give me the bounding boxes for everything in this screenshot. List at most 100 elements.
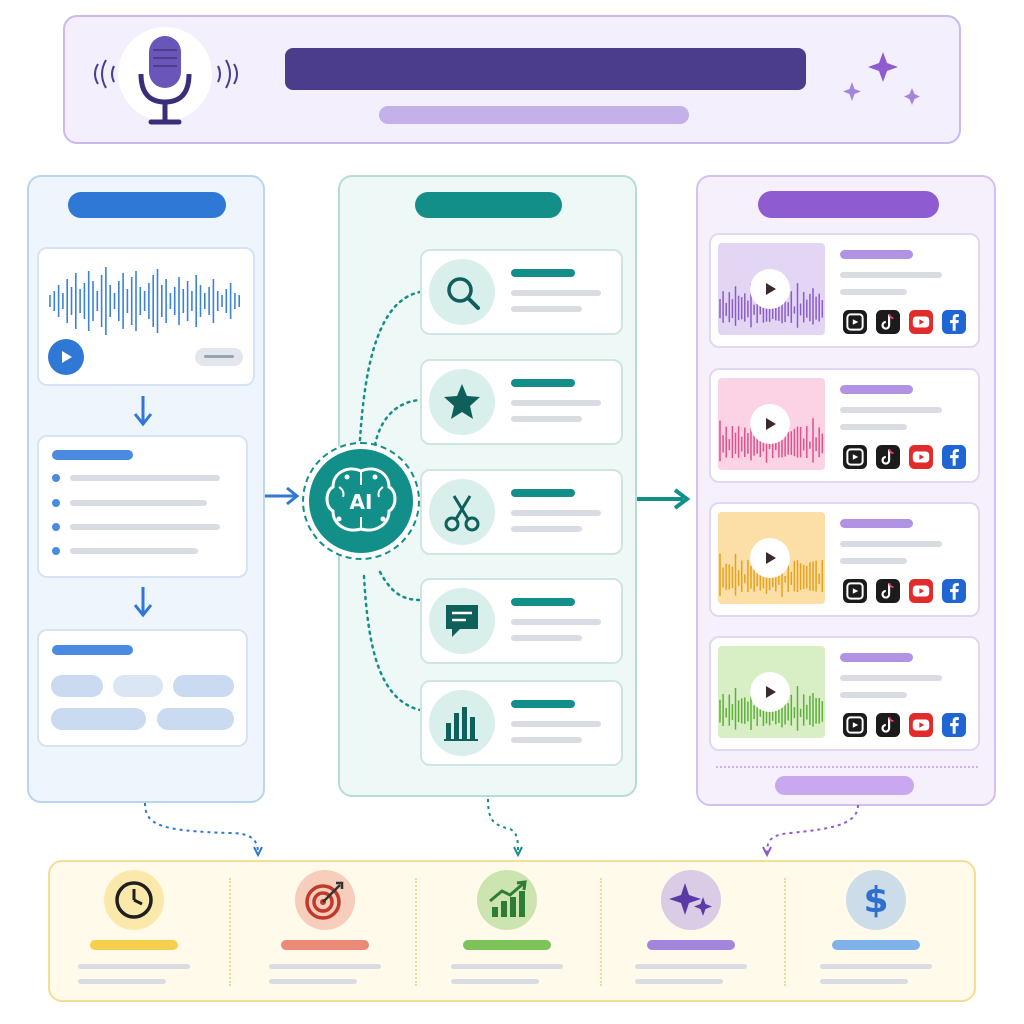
clip-text-line	[840, 272, 942, 278]
instagram-reels-icon[interactable]	[843, 579, 867, 603]
outcome-title-bar	[647, 940, 735, 950]
outcome-text-line	[451, 964, 563, 969]
sound-wave-left-icon	[94, 59, 115, 89]
play-icon	[62, 351, 72, 363]
outcome-title-bar	[463, 940, 551, 950]
youtube-icon[interactable]	[909, 713, 933, 737]
audio-waveform	[49, 267, 240, 335]
outcome-text-line	[451, 979, 539, 984]
header-subtitle-bar	[379, 106, 689, 124]
search-icon	[447, 277, 480, 310]
tag-chip	[113, 675, 163, 697]
ai-tool-text-line	[511, 290, 601, 296]
clip-play-button[interactable]	[750, 672, 790, 712]
facebook-icon[interactable]	[942, 579, 966, 603]
facebook-icon[interactable]	[942, 310, 966, 334]
outcome-icon-circle	[661, 870, 721, 930]
outcome-text-line	[820, 964, 932, 969]
ai-panel-title-bar	[415, 192, 562, 218]
ai-tool-text-line	[511, 721, 601, 727]
facebook-icon[interactable]	[942, 445, 966, 469]
chat-icon	[446, 605, 478, 637]
play-button[interactable]	[48, 339, 84, 375]
clip-play-button[interactable]	[750, 404, 790, 444]
tiktok-icon[interactable]	[876, 310, 900, 334]
ai-tool-title-bar	[511, 700, 575, 708]
outcome-text-line	[635, 979, 723, 984]
ai-tool-text-line	[511, 619, 601, 625]
clip-text-line	[840, 541, 942, 547]
outcome-title-bar	[832, 940, 920, 950]
ai-tool-text-line	[511, 737, 582, 743]
outcome-title-bar	[90, 940, 178, 950]
audio-duration-line	[204, 355, 234, 358]
input-panel-title-bar	[68, 192, 226, 218]
facebook-icon[interactable]	[942, 713, 966, 737]
ai-tool-text-line	[511, 400, 601, 406]
outcome-text-line	[820, 979, 908, 984]
outcome-icon-circle	[295, 870, 355, 930]
brain-icon	[325, 467, 397, 532]
dollar-icon: $	[863, 879, 889, 921]
tiktok-icon[interactable]	[876, 579, 900, 603]
ai-tool-title-bar	[511, 379, 575, 387]
ai-tool-title-bar	[511, 489, 575, 497]
youtube-icon[interactable]	[909, 445, 933, 469]
output-footer-bar	[775, 776, 914, 795]
outcome-icon-circle	[477, 870, 537, 930]
outcome-text-line	[635, 964, 747, 969]
play-icon	[766, 686, 776, 698]
clock-icon	[115, 881, 153, 919]
ai-tool-text-line	[511, 416, 582, 422]
clip-title-bar	[840, 250, 913, 259]
sound-wave-right-icon	[217, 59, 238, 89]
arrow-down-icon	[133, 587, 153, 618]
clips-divider	[716, 766, 978, 768]
tiktok-icon[interactable]	[876, 445, 900, 469]
star-icon	[444, 384, 480, 419]
instagram-reels-icon[interactable]	[843, 713, 867, 737]
bar-chart-icon	[444, 707, 478, 741]
tag-chip	[157, 708, 234, 730]
outcomes-panel	[48, 860, 976, 1002]
ai-tool-text-line	[511, 635, 582, 641]
arrow-right-icon	[265, 486, 300, 506]
youtube-icon[interactable]	[909, 579, 933, 603]
outcome-divider	[784, 878, 786, 986]
target-icon	[305, 881, 344, 920]
clip-title-bar	[840, 385, 913, 394]
play-icon	[766, 418, 776, 430]
tag-chip	[51, 675, 103, 697]
outcome-icon-circle: $	[846, 870, 906, 930]
clip-text-line	[840, 289, 907, 295]
outcome-title-bar	[281, 940, 369, 950]
clip-text-line	[840, 692, 907, 698]
tag-chip	[173, 675, 234, 697]
clip-text-line	[840, 407, 942, 413]
ai-tool-icon-circle	[429, 479, 495, 545]
transcript-title-bar	[52, 450, 133, 460]
outcome-divider	[229, 878, 231, 986]
ai-tool-title-bar	[511, 269, 575, 277]
instagram-reels-icon[interactable]	[843, 445, 867, 469]
clip-title-bar	[840, 519, 913, 528]
clip-waveform	[719, 283, 824, 328]
outcome-divider	[600, 878, 602, 986]
outcome-text-line	[78, 979, 166, 984]
play-icon	[766, 283, 776, 295]
outcome-divider	[415, 878, 417, 986]
ai-tool-text-line	[511, 510, 601, 516]
tags-title-bar	[52, 645, 133, 655]
clip-play-button[interactable]	[750, 269, 790, 309]
ai-hub-label: AI	[349, 490, 373, 514]
tiktok-icon[interactable]	[876, 713, 900, 737]
instagram-reels-icon[interactable]	[843, 310, 867, 334]
microphone-icon	[138, 36, 192, 125]
ai-tool-title-bar	[511, 598, 575, 606]
clip-text-line	[840, 675, 942, 681]
ai-tool-icon-circle	[429, 259, 495, 325]
youtube-icon[interactable]	[909, 310, 933, 334]
clip-play-button[interactable]	[750, 538, 790, 578]
clip-text-line	[840, 558, 907, 564]
outcome-text-line	[78, 964, 190, 969]
